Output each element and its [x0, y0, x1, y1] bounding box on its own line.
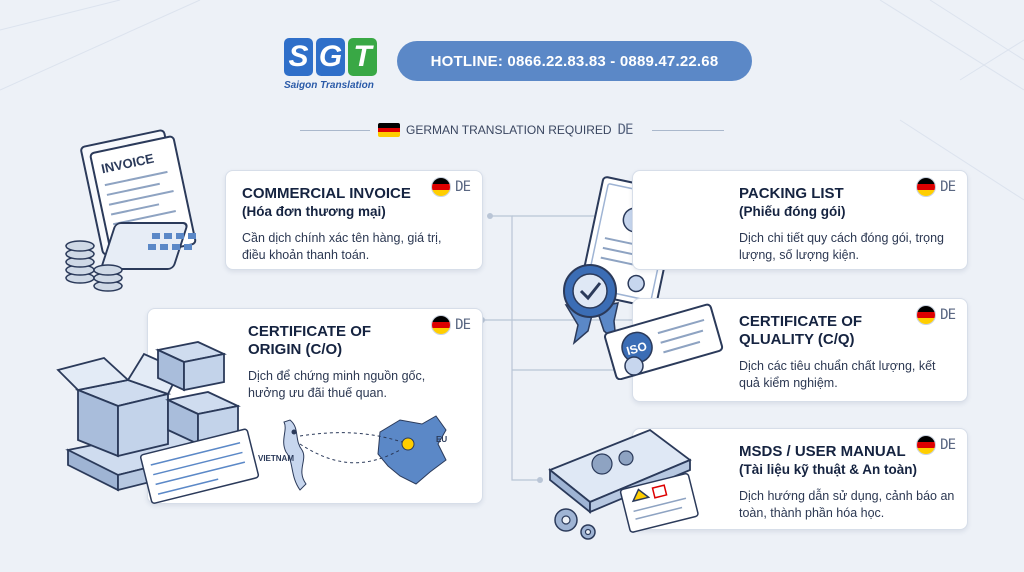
translation-requirement: GERMAN TRANSLATION REQUIRED DE [300, 117, 724, 143]
iso-certificate-icon: ISO [604, 303, 724, 380]
card-language-tag: DE [431, 315, 471, 335]
card-language-tag: DE [916, 177, 956, 197]
card-description: Dịch chi tiết quy cách đóng gói, trọng l… [739, 231, 944, 262]
requirement-code: DE [617, 122, 634, 138]
germany-flag-icon [431, 315, 452, 335]
card-title: CERTIFICATE OF [739, 313, 863, 330]
language-code: DE [940, 437, 956, 453]
divider-left [300, 130, 370, 131]
language-code: DE [455, 179, 471, 195]
card-description: Cần dịch chính xác tên hàng, giá trị, đi… [242, 231, 442, 262]
language-code: DE [940, 179, 956, 195]
card-language-tag: DE [431, 177, 471, 197]
card-title: MSDS / USER MANUAL [739, 443, 906, 460]
card-language-tag: DE [916, 305, 956, 325]
germany-flag-icon [916, 177, 937, 197]
germany-flag-icon [378, 123, 400, 137]
card-language-tag: DE [916, 435, 956, 455]
card-subtitle: (Phiếu đóng gói) [739, 204, 846, 219]
card-title-line2: QLUALITY (C/Q) [739, 331, 855, 348]
germany-flag-icon [431, 177, 452, 197]
card-description: Dịch để chứng minh nguồn gốc, hưởng ưu đ… [248, 369, 426, 400]
logo-letter-g: G [316, 38, 345, 76]
logo-letter-s: S [284, 38, 313, 76]
manual-gears-icon [548, 428, 699, 540]
sgt-logo[interactable]: S G T Saigon Translation [284, 38, 384, 98]
germany-flag-icon [916, 435, 937, 455]
germany-flag-icon [916, 305, 937, 325]
card-packing-list[interactable]: DE PACKING LIST (Phiếu đóng gói) Dịch ch… [632, 170, 968, 270]
card-description: Dịch hướng dẫn sử dụng, cảnh báo an toàn… [739, 489, 955, 520]
logo-letter-t: T [348, 38, 377, 76]
hotline-banner[interactable]: HOTLINE: 0866.22.83.83 - 0889.47.22.68 [397, 41, 752, 81]
divider-right [652, 130, 724, 131]
vietnam-eu-route-map: VIETNAM EU [258, 415, 447, 491]
card-description: Dịch các tiêu chuẩn chất lượng, kết quả … [739, 359, 936, 390]
map-label-vietnam: VIETNAM [258, 454, 294, 463]
language-code: DE [940, 307, 956, 323]
card-title: CERTIFICATE OF [248, 323, 372, 340]
map-label-eu: EU [436, 435, 447, 444]
card-title: COMMERCIAL INVOICE [242, 185, 411, 202]
card-commercial-invoice[interactable]: DE COMMERCIAL INVOICE (Hóa đơn thương mạ… [225, 170, 483, 270]
language-code: DE [455, 317, 471, 333]
cargo-boxes-pallet-icon [56, 341, 260, 504]
requirement-label: GERMAN TRANSLATION REQUIRED [406, 123, 612, 137]
card-subtitle: (Hóa đơn thương mại) [242, 204, 386, 219]
card-subtitle: (Tài liệu kỹ thuật & An toàn) [739, 462, 918, 477]
iso-text: ISO [625, 339, 649, 358]
card-certificate-of-quality[interactable]: DE CERTIFICATE OF QLUALITY (C/Q) Dịch cá… [632, 298, 968, 402]
card-title-line2: ORIGIN (C/O) [248, 341, 343, 358]
logo-subtitle: Saigon Translation [284, 80, 374, 91]
invoice-calculator-coins-icon: INVOICE [65, 129, 197, 292]
card-title: PACKING LIST [739, 185, 844, 202]
